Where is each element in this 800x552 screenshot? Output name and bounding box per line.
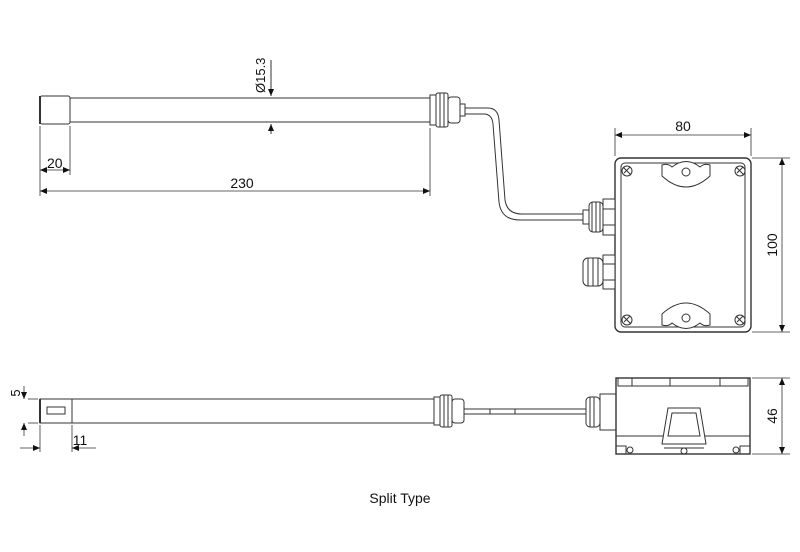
dim-box-width: 80 — [675, 118, 691, 134]
dim-box-height: 100 — [764, 233, 780, 257]
dim-side-tip-length: 11 — [73, 432, 88, 448]
side-probe-cable-gland — [433, 394, 465, 428]
probe-cable-gland — [429, 92, 466, 128]
screw-icon — [621, 165, 746, 326]
box-cable-gland-1 — [582, 198, 616, 236]
box-cable-gland-2 — [582, 254, 616, 290]
dim-tip-length: 20 — [47, 155, 63, 171]
side-view — [20, 377, 790, 455]
dim-side-tip-thickness: 5 — [8, 389, 23, 396]
dim-probe-length: 230 — [230, 175, 254, 191]
figure-caption: Split Type — [369, 490, 431, 506]
cable — [465, 107, 583, 215]
junction-box-top — [582, 128, 790, 333]
probe-tip — [39, 95, 71, 125]
dim-box-depth: 46 — [764, 408, 780, 424]
side-probe-tip — [39, 398, 73, 424]
probe-tube — [69, 97, 431, 123]
junction-box-side — [615, 377, 751, 455]
side-box-cable-gland — [585, 393, 617, 431]
dim-probe-diameter: Ø15.3 — [253, 58, 268, 93]
top-view — [39, 60, 583, 221]
side-probe-tube — [71, 398, 435, 424]
